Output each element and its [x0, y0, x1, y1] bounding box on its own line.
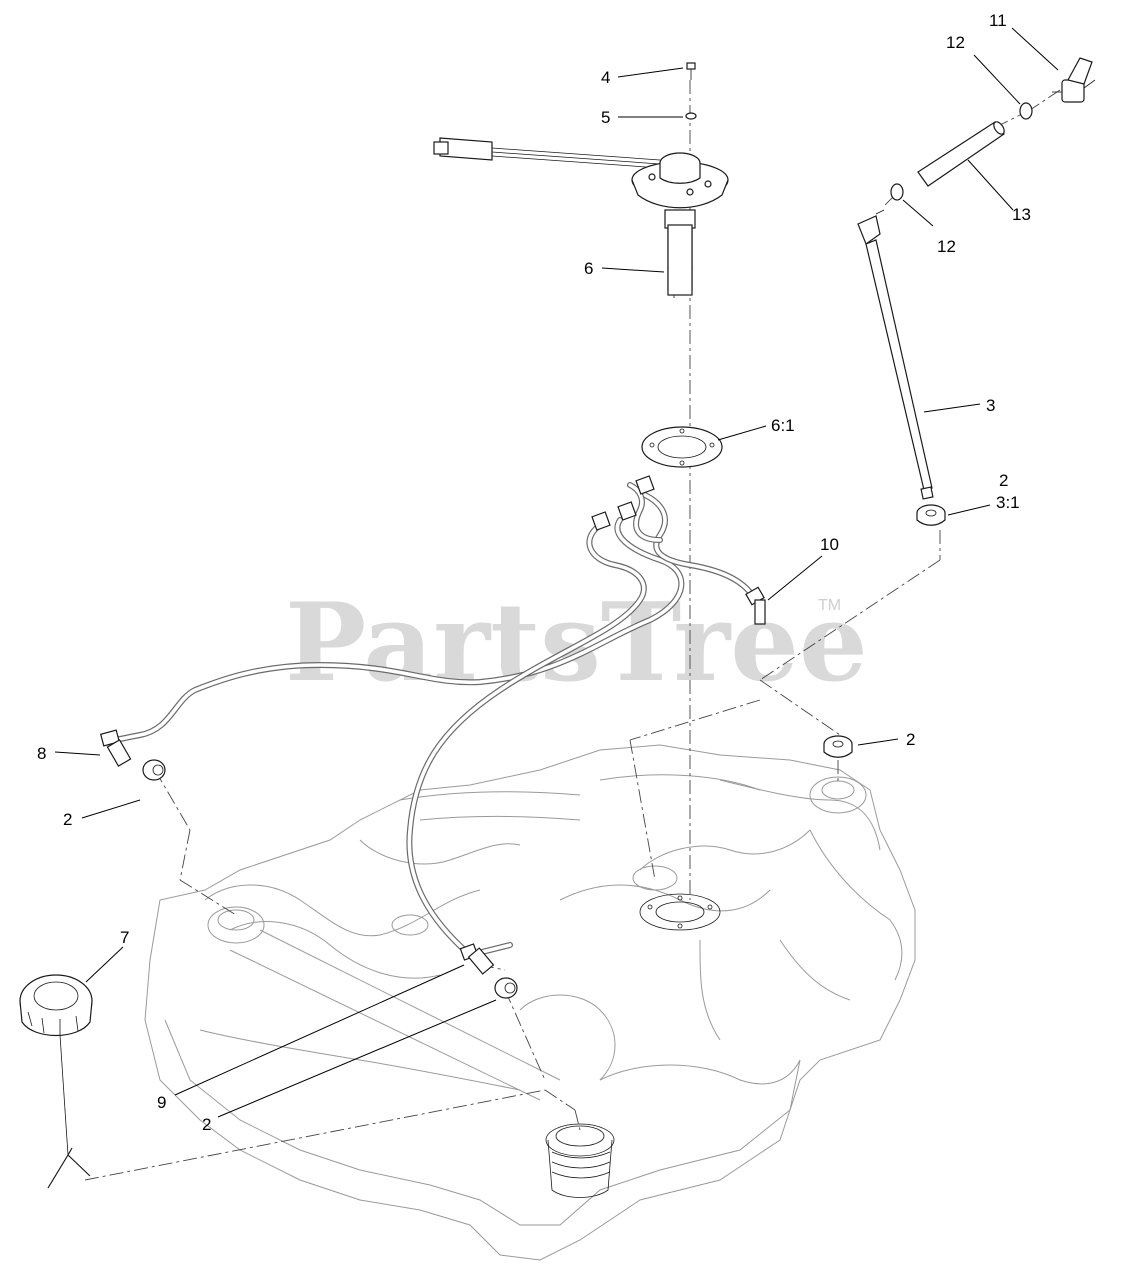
- fuel-tank: [144, 744, 916, 1261]
- callout-10: 10: [820, 535, 839, 554]
- callout-9: 9: [157, 1093, 166, 1112]
- callout-12-bottom: 12: [937, 237, 956, 256]
- sender-fittings: [591, 475, 655, 531]
- callout-labels: 4 5 6 6:1 11 12 12 13 3 2 3:1 10 2 8 2 7…: [37, 11, 1031, 1134]
- callout-2-upper-right: 2: [999, 471, 1008, 490]
- part-2-grommet-left: [142, 759, 166, 781]
- callout-2-center: 2: [202, 1115, 211, 1134]
- callout-13: 13: [1012, 205, 1031, 224]
- part-8-elbow-fitting: [99, 729, 132, 767]
- part-13-hose: [917, 121, 1005, 187]
- part-5-washer: [685, 112, 697, 120]
- part-12-clamp-top: [1019, 102, 1033, 120]
- callout-6-1: 6:1: [771, 416, 795, 435]
- part-12-clamp-bottom: [890, 183, 904, 201]
- part-9-fitting: [459, 943, 495, 975]
- callout-6: 6: [584, 259, 593, 278]
- callout-4: 4: [601, 68, 610, 87]
- callout-11: 11: [989, 11, 1007, 30]
- callout-5: 5: [601, 108, 610, 127]
- part-7-fuel-cap: [19, 974, 93, 1189]
- leader-lines: [54, 27, 1059, 1118]
- callout-8: 8: [37, 744, 46, 763]
- fuel-hoses: [112, 482, 758, 958]
- watermark-trademark: TM: [818, 597, 841, 614]
- callout-7: 7: [120, 928, 129, 947]
- part-3-pickup-tube: [857, 209, 934, 500]
- part-2-grommet-right: [823, 735, 853, 758]
- callout-3-1: 3:1: [996, 493, 1020, 512]
- callout-3: 3: [986, 396, 995, 415]
- part-2-grommet-center: [494, 977, 518, 999]
- callout-12-top: 12: [946, 33, 965, 52]
- callout-2-right: 2: [906, 730, 915, 749]
- part-4-screw: [686, 62, 696, 80]
- callout-2-left: 2: [63, 810, 72, 829]
- part-6-fuel-sender: [433, 137, 729, 298]
- part-6-1-gasket: [641, 426, 723, 468]
- part-11-shutoff-valve: [1052, 57, 1096, 103]
- part-10-elbow-fitting: [745, 586, 766, 625]
- part-2-grommet-upper-right: [916, 504, 946, 526]
